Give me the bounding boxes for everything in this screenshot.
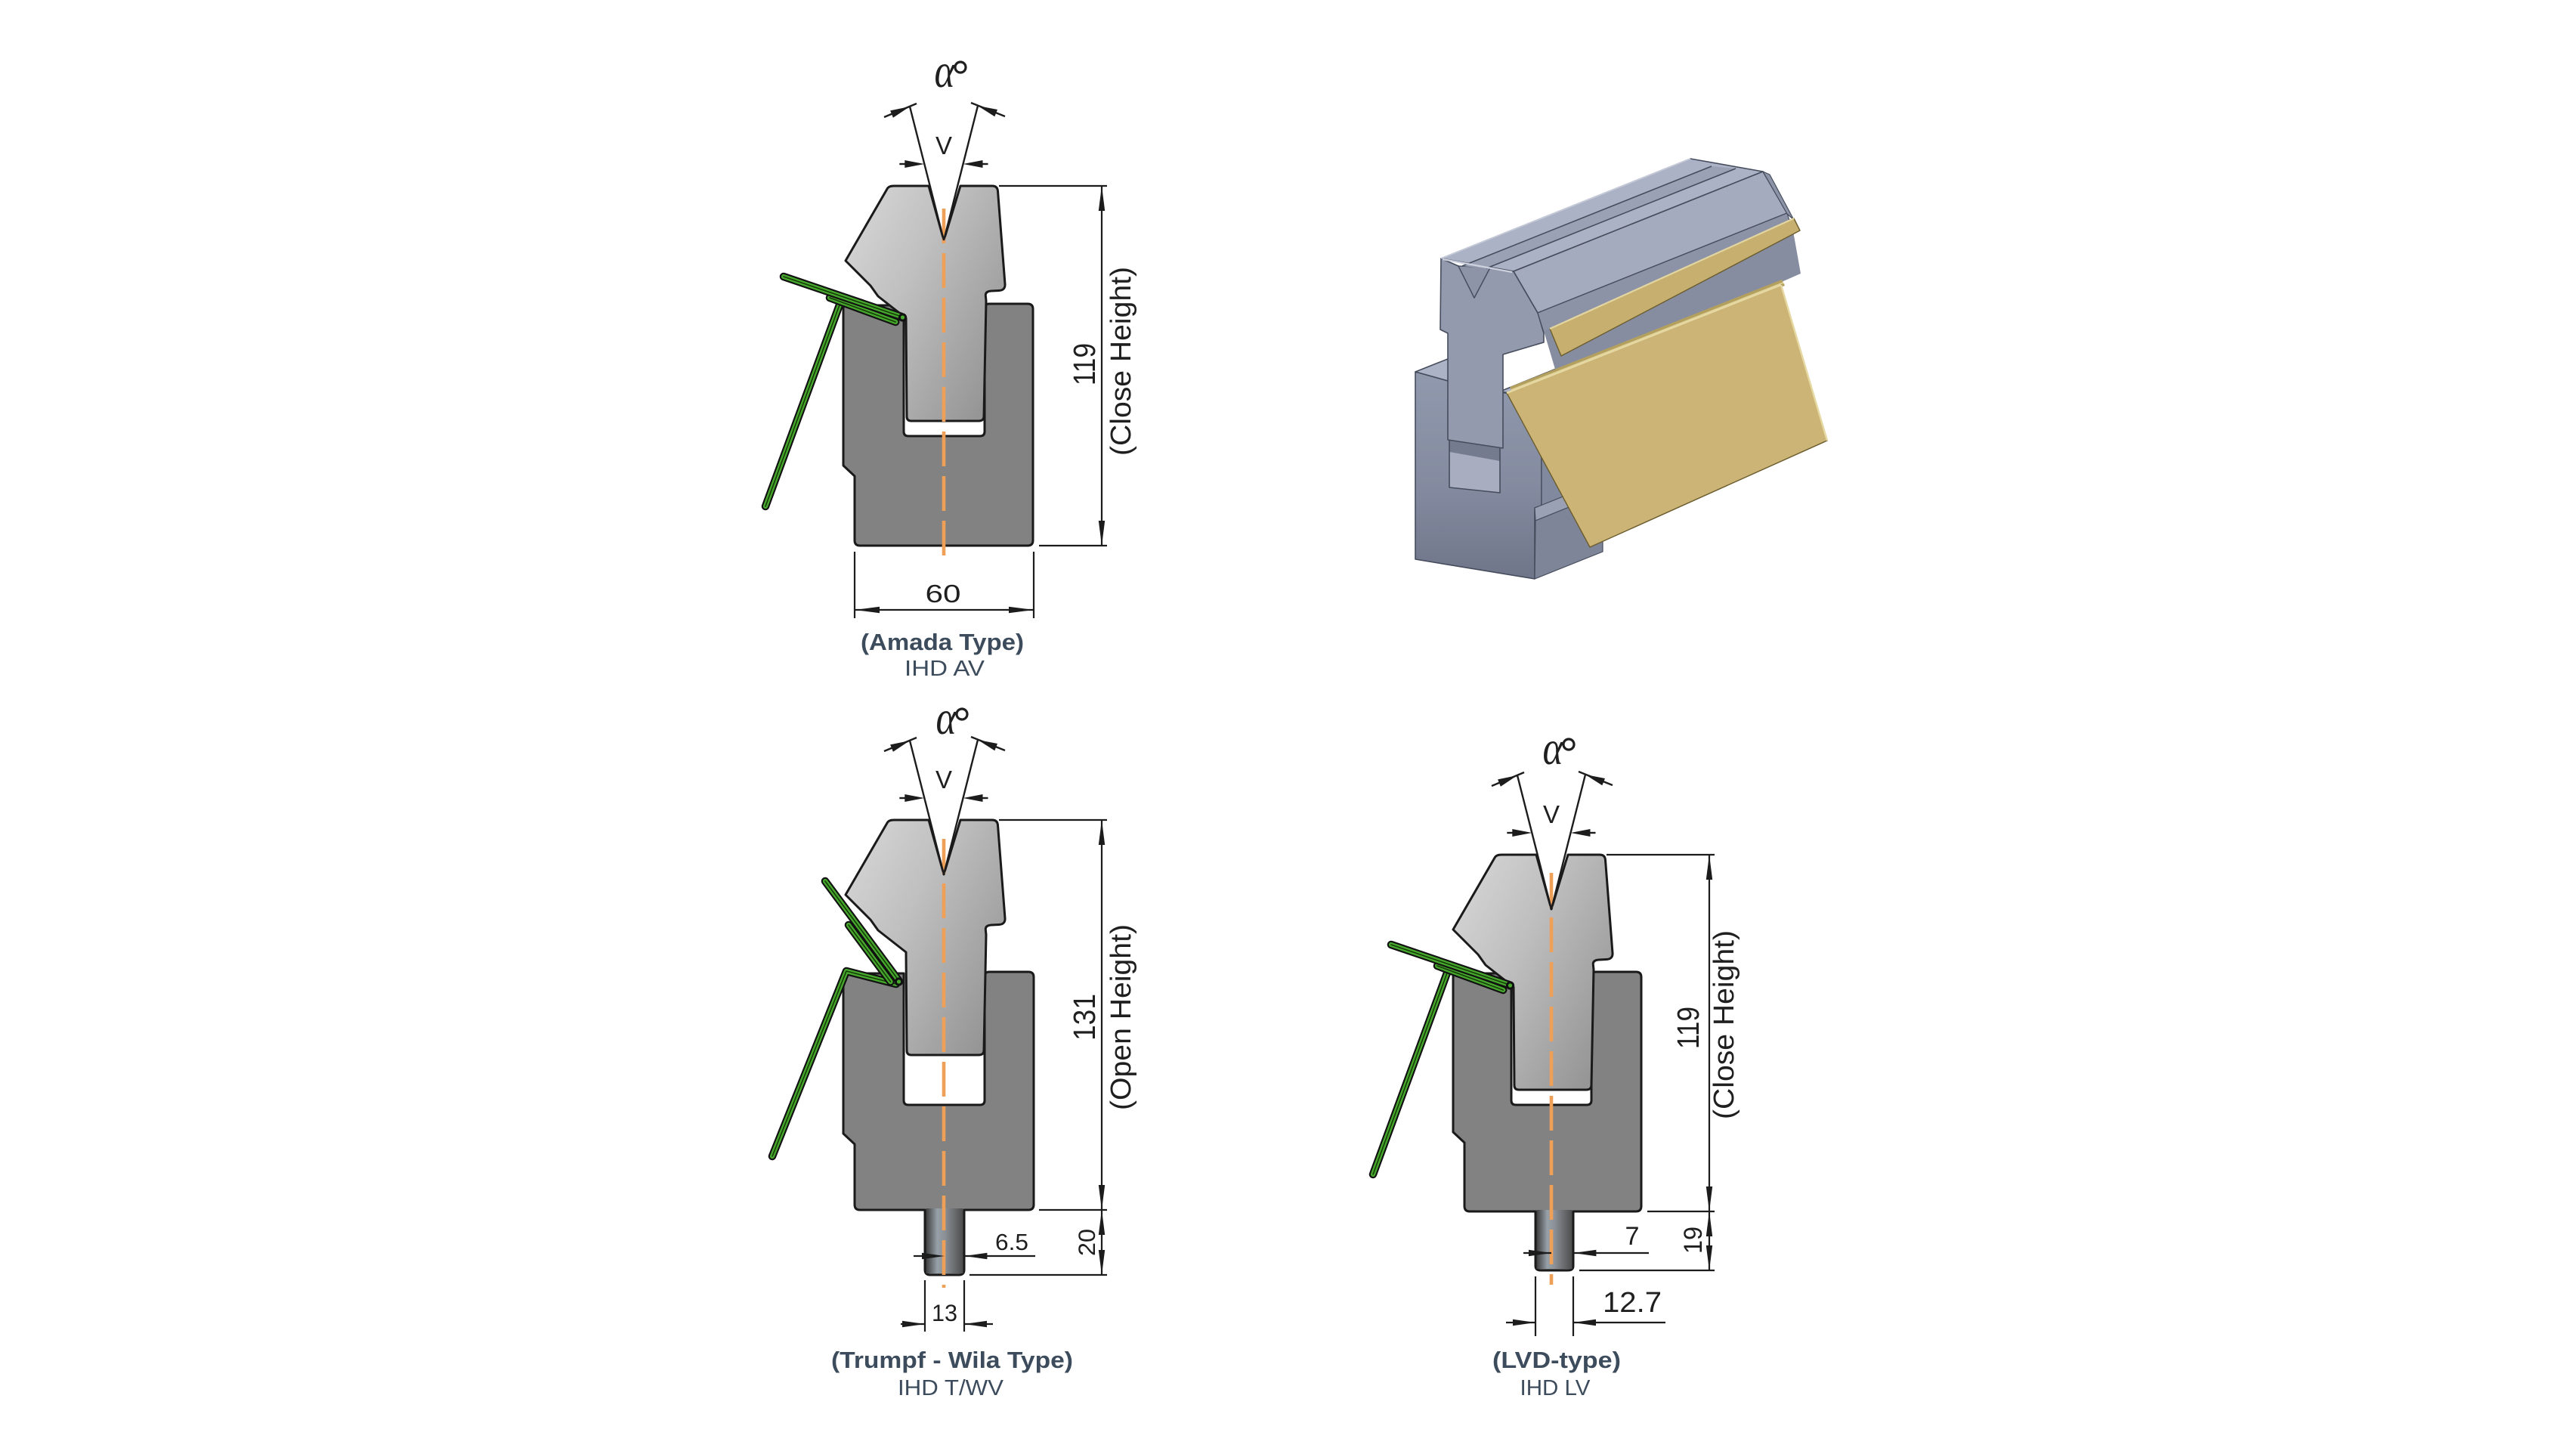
svg-text:α: α: [936, 691, 958, 744]
svg-text:6.5: 6.5: [995, 1229, 1028, 1255]
svg-text:131: 131: [1067, 994, 1102, 1041]
svg-text:IHD T/WV: IHD T/WV: [898, 1376, 1004, 1400]
svg-text:12.7: 12.7: [1603, 1287, 1662, 1319]
svg-text:IHD AV: IHD AV: [905, 657, 985, 681]
svg-text:60: 60: [926, 580, 961, 608]
svg-text:13: 13: [932, 1299, 957, 1326]
svg-text:19: 19: [1679, 1227, 1708, 1254]
svg-text:V: V: [1543, 800, 1560, 828]
svg-text:V: V: [935, 766, 952, 794]
svg-text:(LVD-type): (LVD-type): [1492, 1347, 1621, 1373]
svg-text:(Trumpf - Wila Type): (Trumpf - Wila Type): [831, 1347, 1073, 1373]
svg-text:IHD LV: IHD LV: [1520, 1376, 1591, 1400]
svg-text:(Close Height): (Close Height): [1106, 267, 1137, 456]
svg-text:(Amada Type): (Amada Type): [861, 629, 1024, 655]
svg-text:α: α: [1543, 722, 1565, 775]
svg-text:20: 20: [1073, 1229, 1100, 1256]
svg-text:(Close Height): (Close Height): [1709, 930, 1740, 1119]
svg-text:119: 119: [1067, 343, 1102, 385]
svg-text:119: 119: [1671, 1007, 1705, 1049]
svg-text:V: V: [935, 131, 952, 159]
svg-text:7: 7: [1625, 1222, 1640, 1251]
svg-text:(Open Height): (Open Height): [1106, 924, 1137, 1110]
svg-text:α: α: [935, 45, 957, 97]
